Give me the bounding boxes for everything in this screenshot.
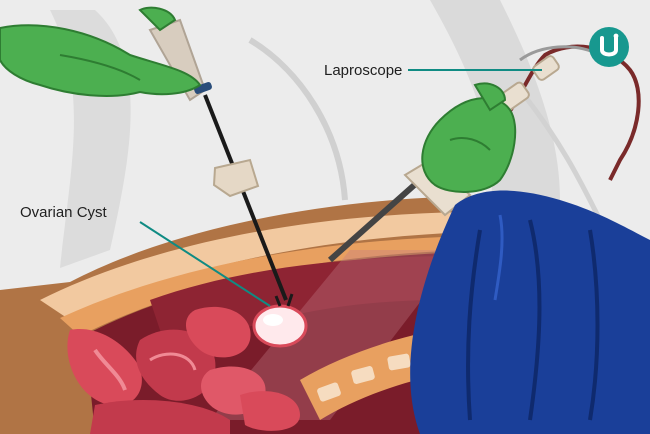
uterus (136, 329, 216, 401)
ovary (185, 306, 251, 358)
laparoscope-shaft (328, 177, 422, 263)
brand-logo-icon (589, 27, 629, 67)
left-glove (0, 24, 202, 97)
trocar-port (212, 158, 260, 198)
brand-logo (588, 26, 630, 68)
ovarian-cyst-label: Ovarian Cyst (20, 204, 107, 221)
cyst-leader-line (139, 221, 271, 307)
ovarian-cyst (252, 304, 308, 348)
skin-layer (40, 212, 470, 320)
laparoscope-label: Laproscope (324, 62, 403, 79)
grasper-shaft (203, 94, 288, 301)
